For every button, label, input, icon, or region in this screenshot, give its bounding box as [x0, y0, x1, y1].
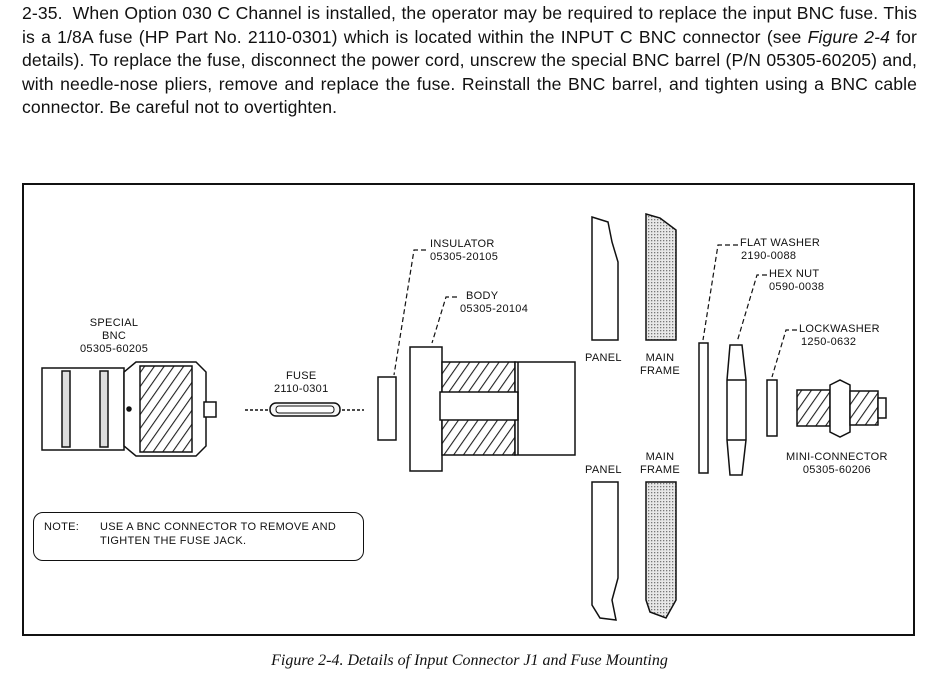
main-frame-upper	[645, 213, 677, 341]
note-label: NOTE:	[44, 521, 80, 533]
note-line-2: TIGHTEN THE FUSE JACK.	[100, 535, 247, 547]
figure-reference: Figure 2-4	[807, 26, 890, 47]
paragraph-number: 2-35.	[22, 3, 63, 23]
panel-upper	[591, 215, 619, 341]
fuse-part	[245, 402, 364, 417]
figure-frame	[22, 183, 915, 636]
lockwasher-part	[766, 379, 778, 437]
special-bnc-part	[41, 361, 217, 457]
insulator-leader	[393, 249, 426, 376]
paragraph-2-35: 2-35.When Option 030 C Channel is instal…	[22, 2, 917, 120]
panel-label-upper: PANEL	[585, 352, 622, 364]
paragraph-text-part2: for details). To replace the fuse, disco…	[22, 26, 917, 118]
panel-lower	[591, 481, 619, 621]
hex-nut-part	[726, 344, 747, 476]
figure-caption: Figure 2-4. Details of Input Connector J…	[271, 652, 668, 669]
note-line-1: USE A BNC CONNECTOR TO REMOVE AND	[100, 521, 337, 533]
lockwasher-leader	[771, 329, 797, 378]
insulator-part	[377, 376, 397, 441]
mini-connector-part	[796, 379, 887, 438]
flat-washer-part	[698, 342, 709, 474]
paragraph-text-part1: When Option 030 C Channel is installed, …	[22, 3, 917, 47]
flat-washer-leader	[702, 244, 738, 341]
body-part	[409, 346, 576, 472]
hex-nut-leader	[736, 274, 767, 343]
body-leader	[431, 296, 457, 344]
main-frame-lower	[645, 481, 677, 619]
panel-label-lower: PANEL	[585, 464, 622, 476]
note-box: NOTE: USE A BNC CONNECTOR TO REMOVE AND T…	[33, 512, 364, 561]
